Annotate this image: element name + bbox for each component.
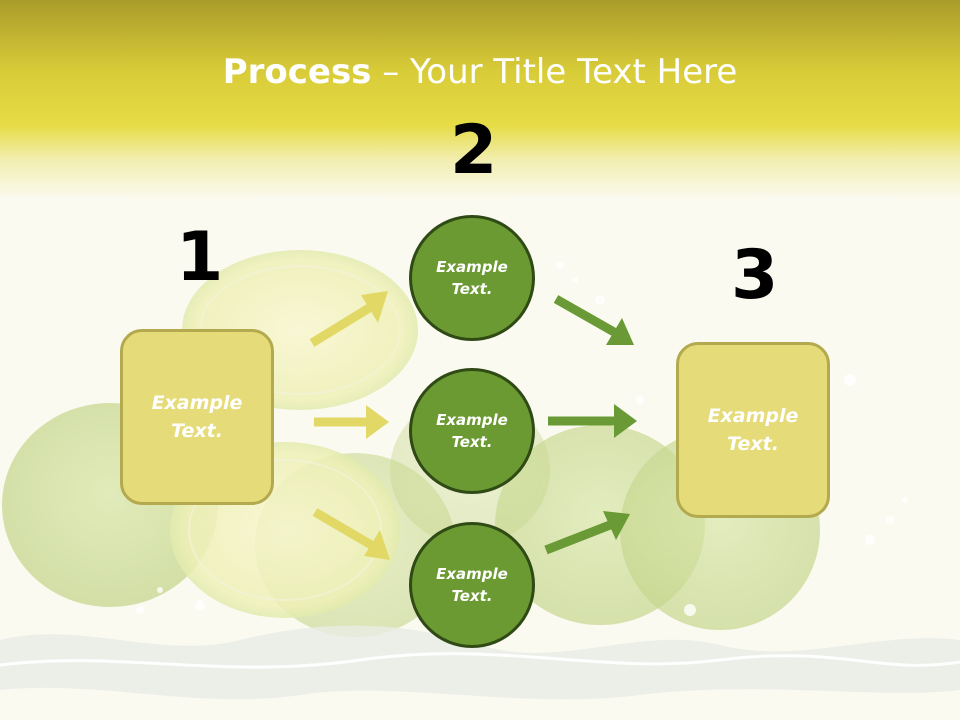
- arrow-circle2-to-box3: [548, 404, 637, 438]
- step-number-1: 1: [176, 218, 224, 297]
- step-number-2: 2: [450, 111, 498, 190]
- arrow-circle1-to-box3: [553, 295, 634, 345]
- step-2-circle-middle: Example Text.: [409, 368, 535, 494]
- header-band: [0, 0, 960, 200]
- arrow-box1-to-circle2: [314, 405, 389, 439]
- arrow-box1-to-circle3: [312, 508, 390, 560]
- step-2-circle-top: Example Text.: [409, 215, 535, 341]
- arrow-box1-to-circle1: [309, 291, 388, 347]
- title-rest: – Your Title Text Here: [371, 52, 738, 92]
- title-bold: Process: [222, 52, 372, 92]
- step-1-box: Example Text.: [120, 329, 274, 505]
- slide-title: Process – Your Title Text Here: [0, 52, 960, 92]
- arrow-circle3-to-box3: [544, 511, 630, 555]
- step-number-3: 3: [731, 236, 779, 315]
- step-2-circle-bottom: Example Text.: [409, 522, 535, 648]
- step-3-box: Example Text.: [676, 342, 830, 518]
